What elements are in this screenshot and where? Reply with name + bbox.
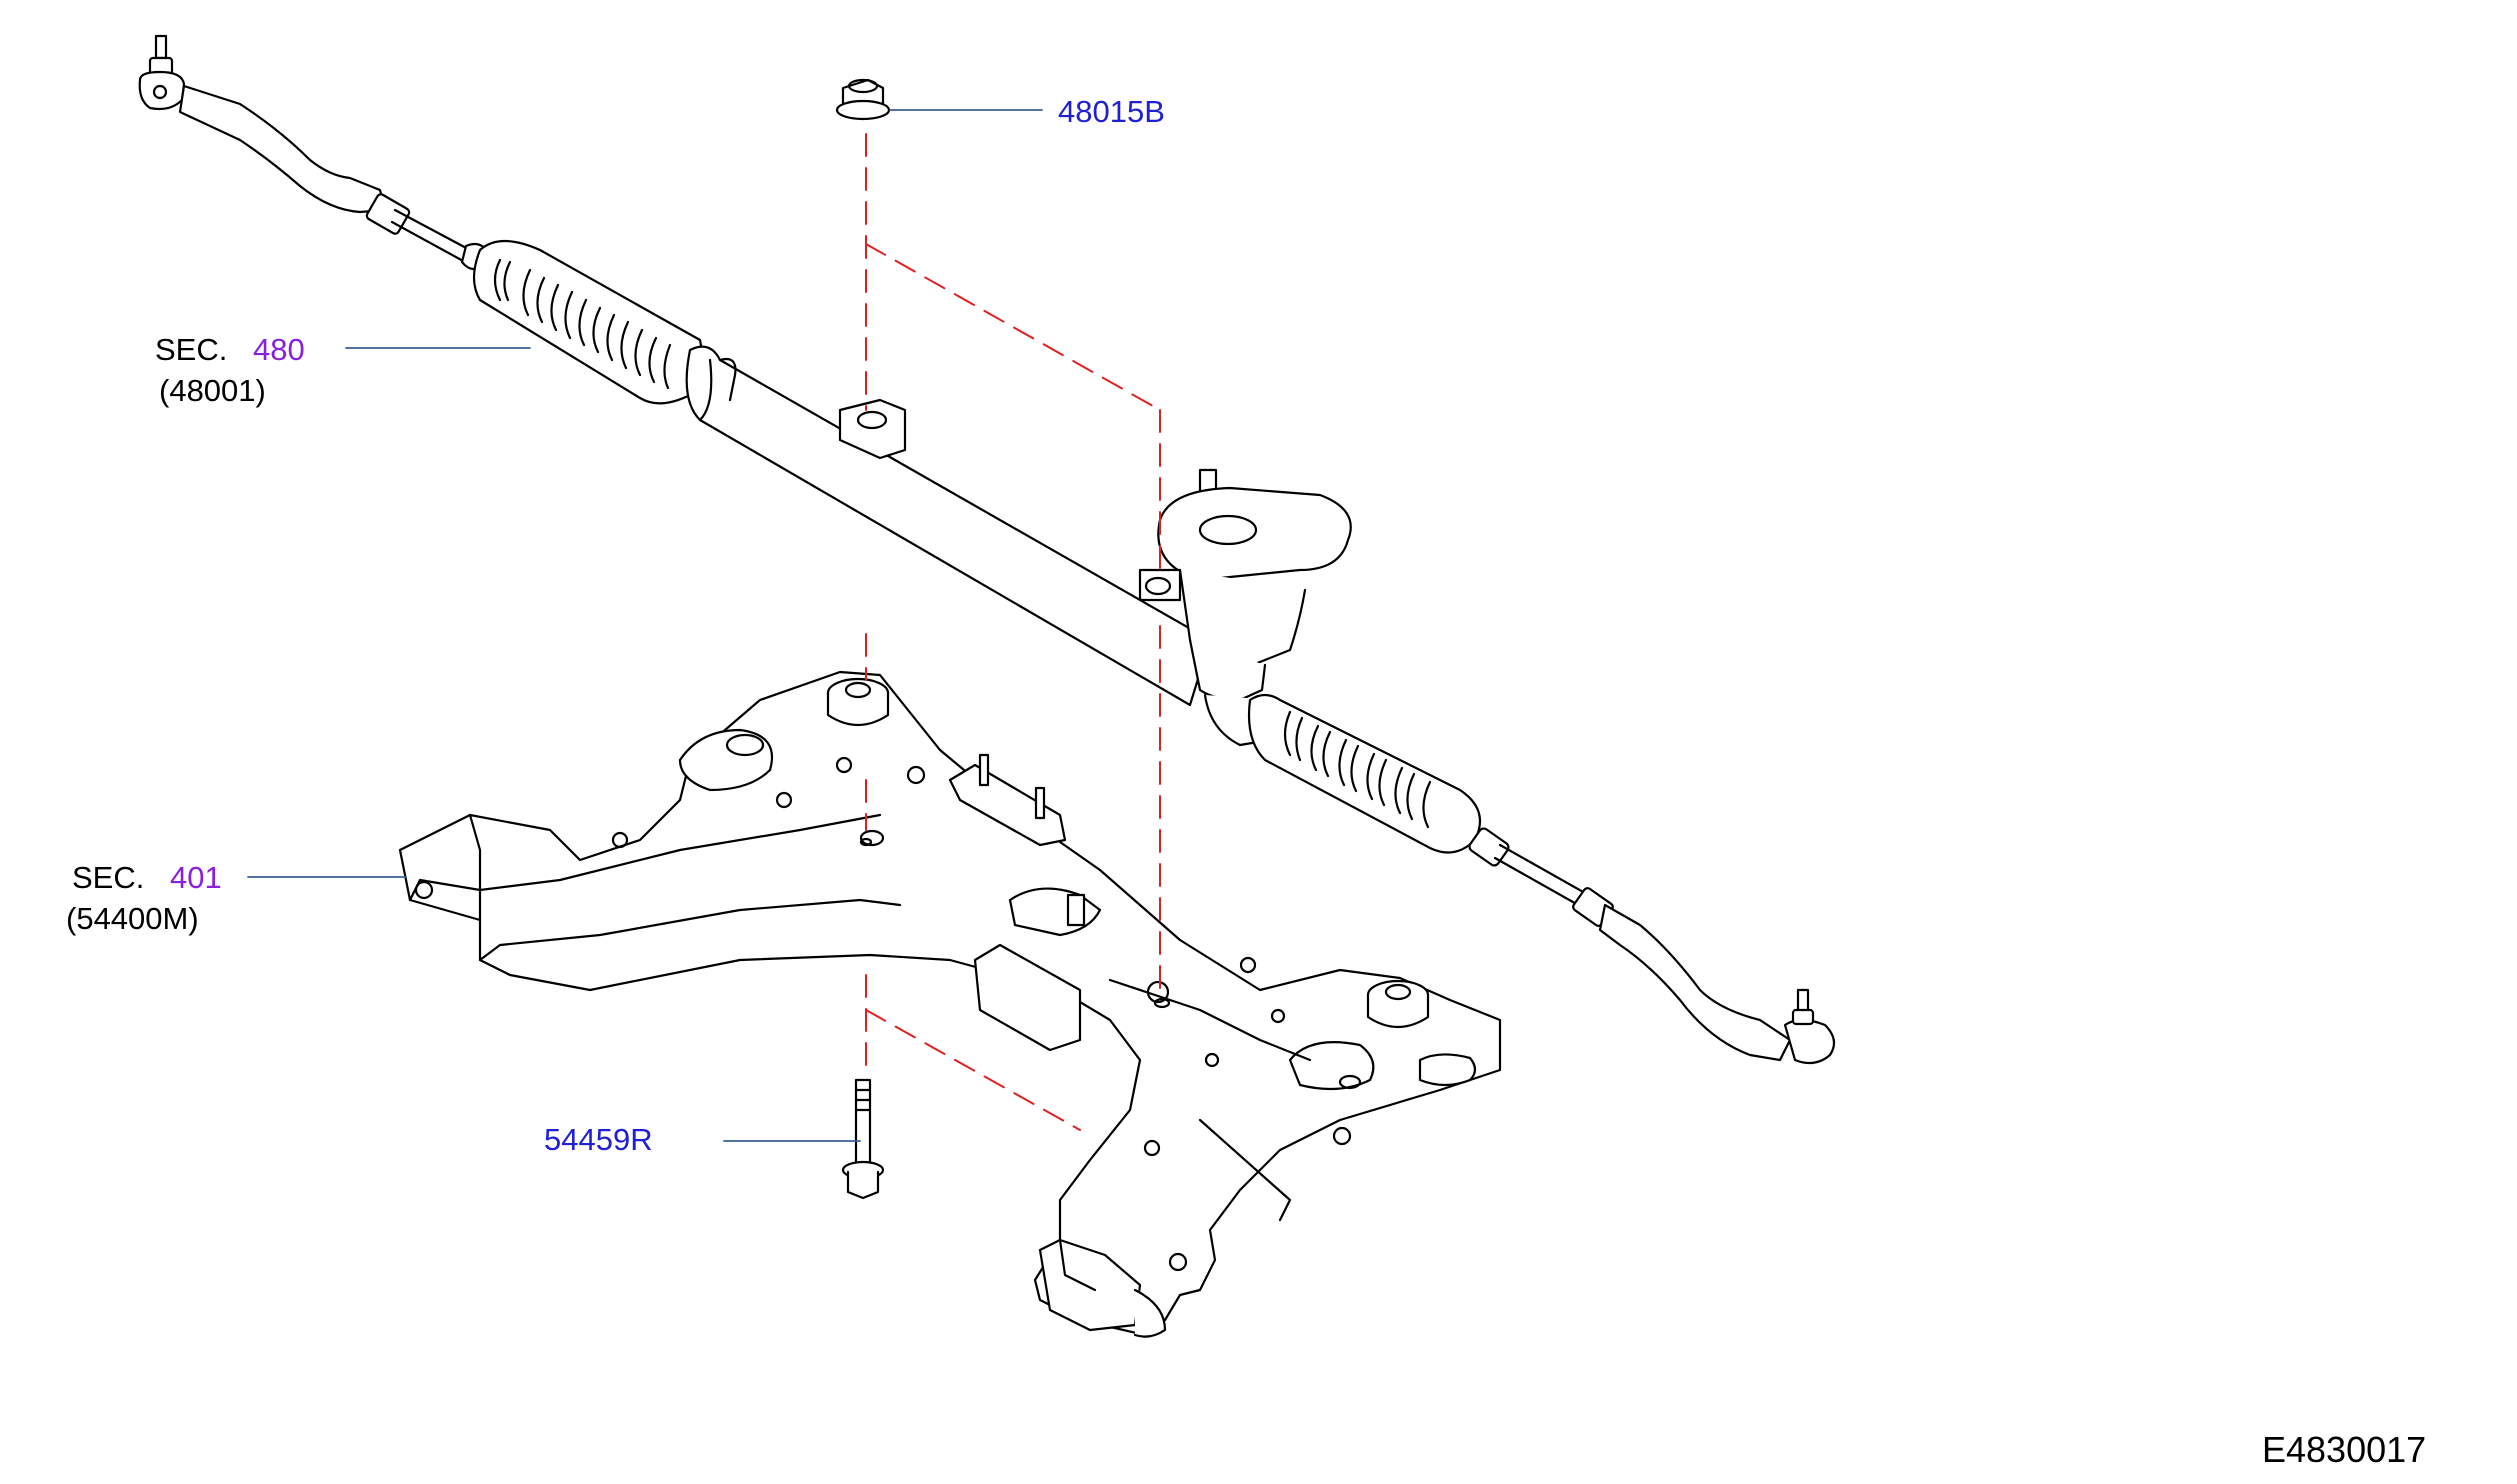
sec-480-link[interactable]: 480	[253, 332, 305, 367]
leader-lines	[247, 109, 1043, 1142]
rack-tube	[685, 345, 1212, 707]
right-bushing	[1366, 979, 1430, 1028]
member-ref: (54400M)	[66, 901, 199, 936]
left-boot	[472, 240, 703, 405]
left-inner-rod	[365, 193, 490, 271]
sec-401-link[interactable]: 401	[170, 860, 222, 895]
rack-mount-left	[838, 398, 907, 460]
upper-bushing	[826, 677, 890, 726]
nut-part	[835, 78, 891, 121]
steering-gear-ref: (48001)	[159, 373, 266, 408]
right-tie-rod	[1493, 843, 1836, 1065]
pinion-housing	[1138, 468, 1352, 747]
illustration-id: E4830017	[2262, 1429, 2427, 1470]
left-tie-rod-end	[138, 34, 387, 214]
right-boot	[1247, 693, 1510, 867]
part-number-48015b-link[interactable]: 48015B	[1058, 94, 1165, 129]
sec-480-prefix: SEC.	[155, 332, 228, 367]
part-number-54459r-link[interactable]: 54459R	[544, 1122, 653, 1157]
alignment-lines	[865, 133, 1161, 1131]
steering-gear-assembly	[138, 34, 1836, 1065]
sec-401-prefix: SEC.	[72, 860, 145, 895]
bolt-part	[841, 1078, 885, 1200]
suspension-member	[398, 670, 1502, 1338]
